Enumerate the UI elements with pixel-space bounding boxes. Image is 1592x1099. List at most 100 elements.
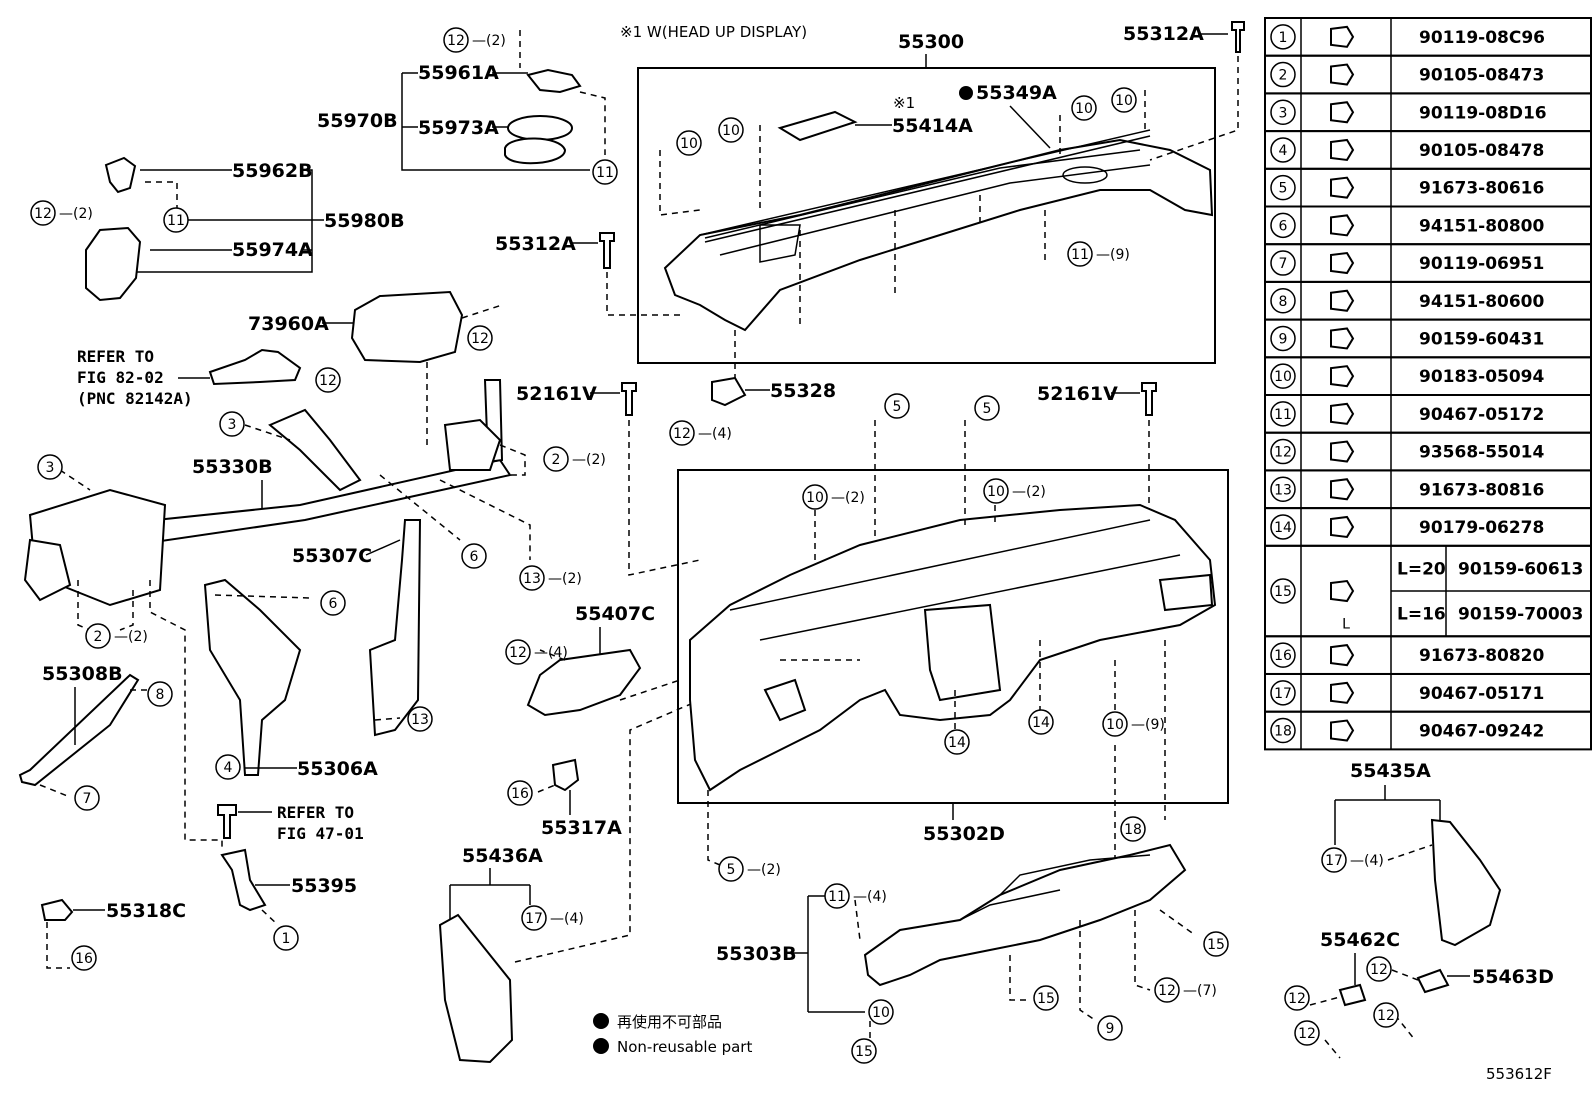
callout-12[interactable]: 12 bbox=[1373, 1002, 1399, 1028]
label-55962B[interactable]: 55962B bbox=[232, 160, 313, 182]
clip-55462C[interactable] bbox=[1338, 983, 1367, 1007]
callout-5[interactable]: 5 bbox=[974, 395, 1000, 421]
callout-13[interactable]: 13 bbox=[407, 706, 433, 732]
wire-82142A[interactable] bbox=[208, 348, 302, 386]
label-52161V-left[interactable]: 52161V bbox=[516, 383, 597, 405]
callout-12[interactable]: 12 bbox=[315, 367, 341, 393]
callout-2[interactable]: 2—(2) bbox=[543, 446, 606, 472]
label-55463D[interactable]: 55463D bbox=[1472, 966, 1554, 988]
callout-10[interactable]: 10 bbox=[1111, 87, 1137, 113]
callout-12[interactable]: 12 bbox=[1284, 985, 1310, 1011]
callout-6[interactable]: 6 bbox=[320, 590, 346, 616]
refer-note-82-02[interactable]: REFER TO FIG 82-02 (PNC 82142A) bbox=[77, 347, 193, 408]
callout-12[interactable]: 12 bbox=[467, 325, 493, 351]
bolt-55312A-mid[interactable] bbox=[599, 232, 615, 269]
callout-10[interactable]: 10—(2) bbox=[983, 478, 1046, 504]
part-55973A[interactable] bbox=[507, 115, 573, 141]
callout-12[interactable]: 12 bbox=[1366, 956, 1392, 982]
callout-16[interactable]: 16 bbox=[507, 780, 533, 806]
label-55308B[interactable]: 55308B bbox=[42, 663, 123, 685]
label-55436A[interactable]: 55436A bbox=[462, 845, 543, 867]
label-55961A[interactable]: 55961A bbox=[418, 62, 499, 84]
callout-10[interactable]: 10 bbox=[718, 117, 744, 143]
callout-12[interactable]: 12—(4) bbox=[669, 420, 732, 446]
callout-3[interactable]: 3 bbox=[37, 454, 63, 480]
label-55974A[interactable]: 55974A bbox=[232, 239, 313, 261]
label-55317A[interactable]: 55317A bbox=[541, 817, 622, 839]
callout-12[interactable]: 12 bbox=[1294, 1020, 1320, 1046]
callout-11[interactable]: 11—(9) bbox=[1067, 241, 1130, 267]
module-73960A[interactable] bbox=[350, 290, 464, 364]
label-55970B[interactable]: 55970B bbox=[317, 110, 398, 132]
callout-2[interactable]: 2—(2) bbox=[85, 623, 148, 649]
callout-10[interactable]: 10—(9) bbox=[1102, 711, 1165, 737]
label-55980B[interactable]: 55980B bbox=[324, 210, 405, 232]
label-55407C[interactable]: 55407C bbox=[575, 603, 655, 625]
callout-4[interactable]: 4 bbox=[215, 754, 241, 780]
label-55318C[interactable]: 55318C bbox=[106, 900, 186, 922]
callout-5[interactable]: 5—(2) bbox=[718, 856, 781, 882]
callout-10[interactable]: 10 bbox=[676, 130, 702, 156]
mount-55330B[interactable] bbox=[443, 418, 502, 471]
glove-box-55303B[interactable] bbox=[863, 843, 1187, 987]
label-55300[interactable]: 55300 bbox=[898, 31, 964, 53]
callout-7[interactable]: 7 bbox=[74, 785, 100, 811]
callout-17[interactable]: 17—(4) bbox=[1321, 847, 1384, 873]
label-55312A-mid[interactable]: 55312A bbox=[495, 233, 576, 255]
bracket-55407C[interactable] bbox=[526, 648, 642, 717]
label-55328[interactable]: 55328 bbox=[770, 380, 836, 402]
refer-note-47-01[interactable]: REFER TO FIG 47-01 bbox=[277, 803, 364, 843]
label-55435A[interactable]: 55435A bbox=[1350, 760, 1431, 782]
callout-6[interactable]: 6 bbox=[461, 543, 487, 569]
callout-10[interactable]: 10—(2) bbox=[802, 484, 865, 510]
callout-13[interactable]: 13—(2) bbox=[519, 565, 582, 591]
label-55395[interactable]: 55395 bbox=[291, 875, 357, 897]
label-55330B[interactable]: 55330B bbox=[192, 456, 273, 478]
side-panel-55436A[interactable] bbox=[438, 913, 514, 1064]
brace-55306A[interactable] bbox=[203, 578, 302, 776]
callout-12[interactable]: 12—(2) bbox=[443, 27, 506, 53]
callout-17[interactable]: 17—(4) bbox=[521, 905, 584, 931]
part-55961A[interactable] bbox=[526, 68, 582, 94]
side-panel-55435A[interactable] bbox=[1430, 818, 1502, 947]
callout-10[interactable]: 10 bbox=[1071, 95, 1097, 121]
callout-12[interactable]: 12—(7) bbox=[1154, 977, 1217, 1003]
brace-55307C[interactable] bbox=[368, 519, 422, 737]
label-55973A[interactable]: 55973A bbox=[418, 117, 499, 139]
bolt-52161V-left[interactable] bbox=[621, 382, 637, 416]
callout-12[interactable]: 12—(4) bbox=[505, 639, 568, 665]
callout-5[interactable]: 5 bbox=[884, 393, 910, 419]
callout-10[interactable]: 10 bbox=[868, 999, 894, 1025]
callout-9[interactable]: 9 bbox=[1097, 1015, 1123, 1041]
callout-11[interactable]: 11 bbox=[163, 207, 189, 233]
label-55349A[interactable]: 55349A bbox=[976, 82, 1057, 104]
callout-3[interactable]: 3 bbox=[219, 411, 245, 437]
ring-55973A[interactable] bbox=[504, 137, 567, 165]
upper-pad-part[interactable] bbox=[663, 138, 1214, 332]
callout-11[interactable]: 11—(4) bbox=[824, 883, 887, 909]
label-73960A[interactable]: 73960A bbox=[248, 313, 329, 335]
part-55414A[interactable] bbox=[777, 110, 858, 142]
callout-18[interactable]: 18 bbox=[1120, 816, 1146, 842]
label-52161V-right[interactable]: 52161V bbox=[1037, 383, 1118, 405]
brace-55308B[interactable] bbox=[18, 673, 140, 787]
callout-1[interactable]: 1 bbox=[273, 925, 299, 951]
callout-15[interactable]: 15 bbox=[1203, 931, 1229, 957]
label-55462C[interactable]: 55462C bbox=[1320, 929, 1400, 951]
clip-55463D[interactable] bbox=[1416, 968, 1450, 994]
label-55306A[interactable]: 55306A bbox=[297, 758, 378, 780]
callout-14[interactable]: 14 bbox=[944, 729, 970, 755]
cap-55318C[interactable] bbox=[40, 898, 74, 921]
callout-15[interactable]: 15 bbox=[851, 1038, 877, 1064]
callout-8[interactable]: 8 bbox=[147, 681, 173, 707]
label-55302D[interactable]: 55302D bbox=[923, 823, 1005, 845]
callout-12[interactable]: 12—(2) bbox=[30, 200, 93, 226]
bolt-47-01[interactable] bbox=[217, 804, 237, 839]
callout-15[interactable]: 15 bbox=[1033, 985, 1059, 1011]
grommet-55962B[interactable] bbox=[104, 156, 137, 194]
brace-55330B[interactable] bbox=[268, 408, 362, 492]
end-55330B[interactable] bbox=[23, 538, 72, 602]
bolt-52161V-right[interactable] bbox=[1141, 382, 1157, 416]
callout-16[interactable]: 16 bbox=[71, 945, 97, 971]
callout-14[interactable]: 14 bbox=[1028, 709, 1054, 735]
